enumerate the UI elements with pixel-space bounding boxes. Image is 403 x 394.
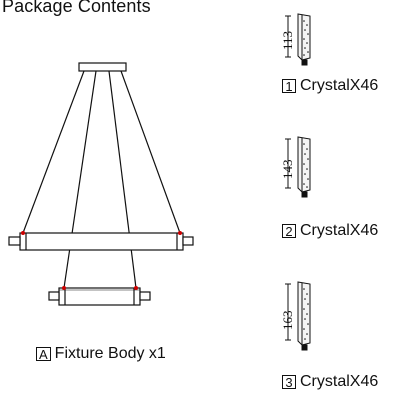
wire-attachment-point (62, 286, 66, 290)
crystal-1-label: 1 CrystalX46 (282, 77, 378, 95)
crystal-2-index: 2 (282, 224, 296, 238)
fixture-label-text: Fixture Body x1 (54, 345, 166, 362)
suspension-wire (108, 70, 137, 289)
crystal-2-dimension: 143 (282, 160, 295, 180)
suspension-wire (22, 70, 85, 234)
wire-attachment-point (134, 286, 138, 290)
lower-ring-end-cap (48, 291, 60, 301)
page-title: Package Contents (2, 0, 151, 16)
wire-attachment-point (21, 231, 25, 235)
crystal-3-name: CrystalX46 (300, 373, 379, 390)
suspension-wire (120, 70, 181, 234)
upper-ring-end-cap (8, 236, 21, 246)
ceiling-canopy (78, 62, 127, 72)
fixture-letter-box: A (36, 347, 51, 361)
crystal-3-index: 3 (282, 375, 296, 389)
crystal-1-index: 1 (282, 79, 296, 93)
crystal-3-diagram: 163 (282, 281, 311, 351)
crystal-1-dimension: 113 (282, 31, 295, 50)
upper-ring (19, 232, 184, 251)
lower-ring (58, 287, 141, 306)
crystal-1-name: CrystalX46 (300, 77, 379, 94)
fixture-label: A Fixture Body x1 (36, 345, 166, 363)
wire-attachment-point (178, 231, 182, 235)
crystal-2-name: CrystalX46 (300, 222, 379, 239)
lower-ring-end-cap (139, 291, 151, 301)
crystal-3-label: 3 CrystalX46 (282, 373, 378, 391)
crystal-3-dimension: 163 (282, 311, 295, 331)
crystal-2-diagram: 143 (282, 136, 311, 198)
crystal-1-diagram: 113 (282, 13, 311, 66)
crystal-2-label: 2 CrystalX46 (282, 222, 378, 240)
upper-ring-end-cap (182, 236, 194, 246)
suspension-wire (63, 70, 97, 289)
